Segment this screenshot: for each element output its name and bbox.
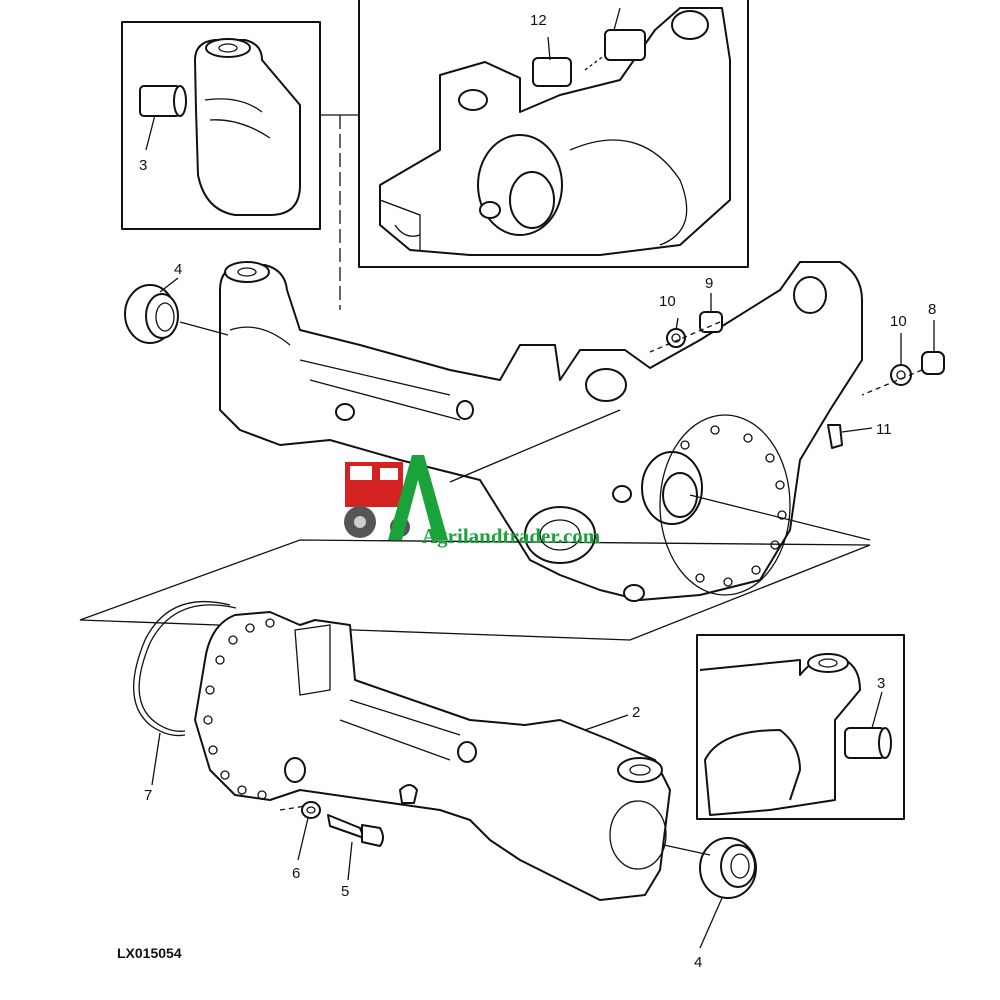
callout-8: 8 — [928, 301, 936, 318]
inset-bottom-right — [696, 634, 905, 820]
figure-code: LX015054 — [117, 945, 182, 961]
callout-6: 6 — [292, 865, 300, 882]
callout-3-inset-top: 3 — [139, 157, 147, 174]
callout-3-inset-bottom: 3 — [877, 675, 885, 692]
callout-4-upper: 4 — [174, 261, 182, 278]
inset-top-left — [121, 21, 321, 230]
callout-11: 11 — [876, 421, 892, 438]
exploding-plane — [79, 409, 871, 856]
callout-10-right: 10 — [890, 313, 907, 330]
callout-12: 12 — [530, 12, 547, 29]
callout-labels: 3 4 12 10 9 10 8 11 2 3 7 6 5 4 — [139, 12, 936, 971]
inset-top-right — [358, 0, 749, 268]
tractor-logo-icon — [344, 455, 448, 540]
bolt-5-washer-6 — [301, 801, 384, 847]
callout-4-lower: 4 — [694, 954, 702, 971]
connector-lines — [320, 114, 358, 310]
watermark-text: Agrilandtrader.com — [422, 524, 601, 548]
flange-bolt-holes — [680, 425, 787, 587]
callout-9: 9 — [705, 275, 713, 292]
small-parts — [649, 311, 945, 449]
seal-4-upper — [124, 284, 229, 344]
leader-lines — [145, 7, 935, 949]
lower-flange-bolt-holes — [203, 618, 275, 800]
gasket-ring-7 — [133, 601, 237, 737]
callout-7: 7 — [144, 787, 152, 804]
seal-4-lower — [699, 837, 757, 899]
callout-10-left: 10 — [659, 293, 676, 310]
axle-housing-upper — [219, 261, 863, 602]
callout-2: 2 — [632, 704, 640, 721]
callout-5: 5 — [341, 883, 349, 900]
axle-housing-lower — [194, 611, 671, 901]
watermark: Agrilandtrader.com — [344, 455, 601, 548]
watermark-part-green: Agrilandtrader.com — [422, 524, 601, 548]
